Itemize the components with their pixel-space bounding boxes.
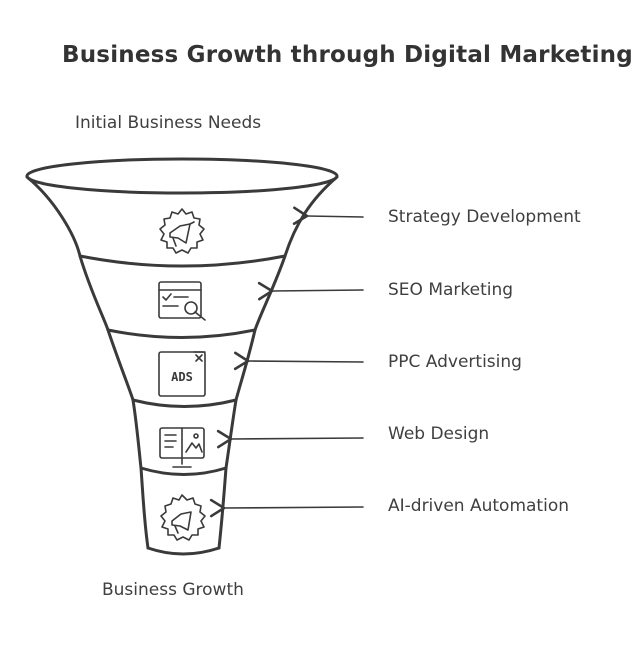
- funnel-rim: [25, 157, 339, 195]
- separator-3: [131, 398, 238, 408]
- connector-arrow-1: [292, 206, 364, 226]
- connector-arrow-3: [233, 351, 364, 371]
- stage-label-ai-driven-automation: AI-driven Automation: [388, 496, 569, 516]
- megaphone-gear-icon: [159, 208, 205, 254]
- web-design-monitor-icon: [159, 427, 205, 468]
- connector-arrow-4: [216, 429, 364, 449]
- funnel-bottom-label: Business Growth: [102, 580, 244, 600]
- stage-label-seo-marketing: SEO Marketing: [388, 280, 514, 300]
- funnel-bottom: [146, 546, 221, 556]
- stage-label-strategy-development: Strategy Development: [388, 207, 581, 227]
- connector-arrow-5: [209, 498, 364, 518]
- connector-arrow-2: [257, 281, 364, 301]
- funnel-right-wall: [217, 175, 339, 550]
- stage-label-ppc-advertising: PPC Advertising: [388, 352, 522, 372]
- automation-gear-icon: [160, 494, 206, 541]
- stage-label-web-design: Web Design: [388, 424, 490, 444]
- svg-text:ADS: ADS: [171, 370, 193, 384]
- separator-4: [139, 466, 228, 476]
- separator-2: [106, 328, 257, 339]
- ads-icon: ADS: [158, 351, 206, 397]
- diagram-title: Business Growth through Digital Marketin…: [62, 42, 633, 68]
- separator-1: [78, 254, 287, 268]
- funnel-left-wall: [25, 175, 150, 550]
- funnel-top-label: Initial Business Needs: [75, 113, 262, 133]
- seo-search-icon: [158, 281, 206, 321]
